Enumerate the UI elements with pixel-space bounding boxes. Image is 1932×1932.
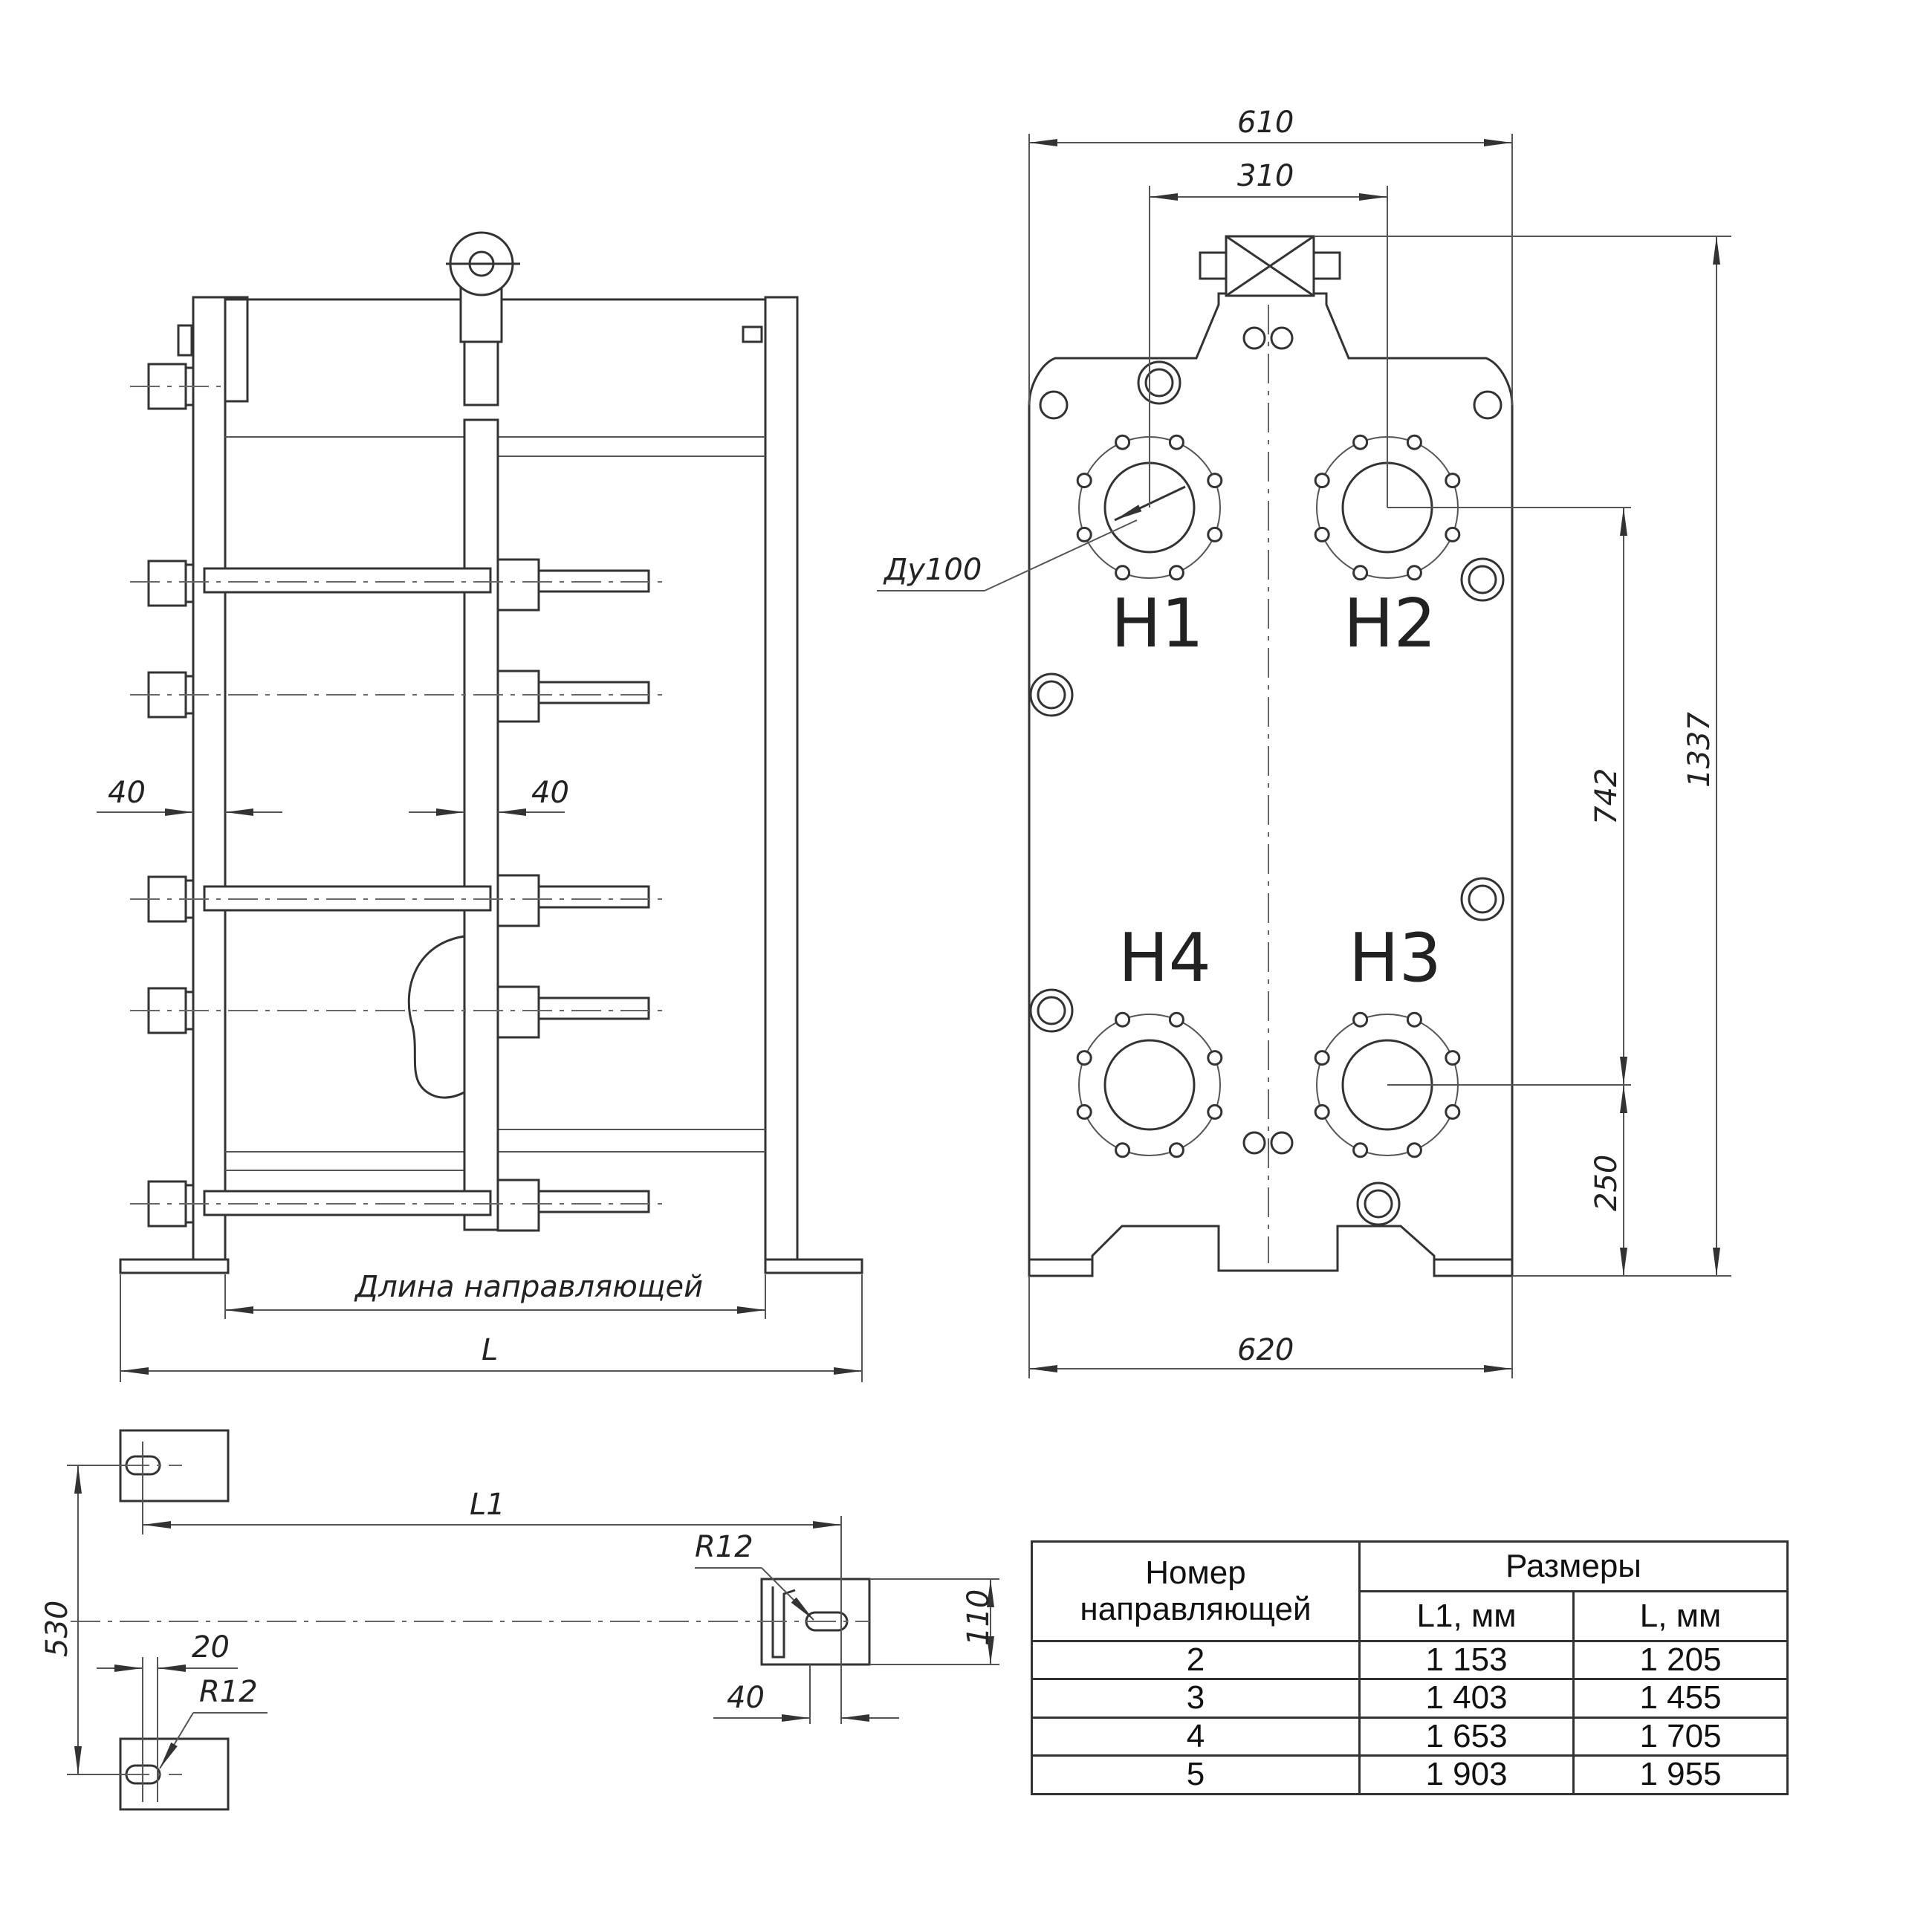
bolt-hole: [1314, 526, 1330, 542]
left-foot: [119, 1258, 230, 1274]
dim-height-1337: 1337: [1682, 712, 1717, 788]
flange-bolt-holes: [1076, 434, 1461, 1158]
bolt-hole: [1352, 434, 1369, 450]
bolt-hole: [1207, 1103, 1223, 1120]
fixed-plate-outline: [1028, 292, 1514, 1276]
bolt-hole: [1445, 1103, 1461, 1120]
dim-base-620: 620: [1237, 1333, 1294, 1367]
bolt-hole: [1406, 434, 1422, 450]
port-label-h1: Н1: [1111, 585, 1204, 663]
row-l: 1 205: [1572, 1639, 1789, 1681]
nozzle-size-label: Ду100: [883, 553, 982, 587]
row-number: 3: [1031, 1678, 1361, 1719]
bolt-hole: [1352, 565, 1369, 581]
table-row: 3 1 403 1 455: [1031, 1678, 1789, 1719]
row-number: 2: [1031, 1639, 1361, 1681]
bolt-hole: [1207, 526, 1223, 542]
bolt-hole: [1445, 473, 1461, 489]
guide-dimensions-table: Номер направляющей Размеры L1, мм L, мм …: [1031, 1540, 1789, 1795]
row-l: 1 455: [1572, 1678, 1789, 1719]
guide-length-label: Длина направляющей: [354, 1270, 703, 1304]
dim-r12-left: R12: [199, 1675, 258, 1709]
bolt-hole: [1314, 1103, 1330, 1120]
bolt-hole: [1076, 473, 1092, 489]
bolt-hole: [1445, 1050, 1461, 1066]
bolt-hole: [1168, 565, 1184, 581]
lifting-lug-right: [1473, 390, 1503, 420]
bolt-hole: [1445, 526, 1461, 542]
row-number: 5: [1031, 1754, 1361, 1795]
row-l1: 1 653: [1358, 1716, 1575, 1757]
rear-support-column: [764, 296, 799, 1261]
row-number: 4: [1031, 1716, 1361, 1757]
bolt-hole: [1314, 473, 1330, 489]
dim-40-left: 40: [108, 776, 146, 810]
plate-pack-cutaway: [407, 935, 466, 1099]
bolt-hole: [1406, 1142, 1422, 1158]
table-header-l1: L1, мм: [1358, 1590, 1575, 1642]
port-label-h2: Н2: [1343, 585, 1436, 663]
dim-l1: L1: [470, 1488, 505, 1522]
row-l1: 1 903: [1358, 1754, 1575, 1795]
table-row: 4 1 653 1 705: [1031, 1716, 1789, 1757]
bolt-hole: [1076, 1050, 1092, 1066]
dim-port-spacing-310: 310: [1237, 159, 1294, 193]
dim-530: 530: [40, 1601, 74, 1657]
fixed-plate-column: [192, 296, 227, 1261]
row-l1: 1 153: [1358, 1639, 1575, 1681]
bolt-hole: [1352, 1142, 1369, 1158]
right-foot: [764, 1258, 863, 1274]
guide-detail: L1 R12 530 20 R12 110 40: [40, 1429, 999, 1811]
bolt-hole: [1115, 565, 1131, 581]
top-bolt-right: [742, 325, 763, 343]
bolt-hole: [1115, 1011, 1131, 1028]
row-l: 1 705: [1572, 1716, 1789, 1757]
table-header-number: Номер направляющей: [1031, 1540, 1361, 1642]
table-row: 5 1 903 1 955: [1031, 1754, 1789, 1795]
bolt-hole: [1076, 526, 1092, 542]
bolt-hole: [1168, 434, 1184, 450]
dim-width-610: 610: [1237, 106, 1294, 140]
dim-bottom-port-250: 250: [1589, 1155, 1624, 1211]
bolt-hole: [1352, 1011, 1369, 1028]
fixed-plate: [224, 296, 249, 403]
port-label-h4: Н4: [1118, 919, 1211, 997]
port-label-h3: Н3: [1349, 919, 1442, 997]
dim-40-right: 40: [531, 776, 569, 810]
lifting-lug-left: [1039, 390, 1069, 420]
bolt-hole: [1115, 1142, 1131, 1158]
row-l: 1 955: [1572, 1754, 1789, 1795]
bolt-hole: [1207, 473, 1223, 489]
pressure-plate: [463, 418, 499, 1231]
bolt-hole: [1168, 1011, 1184, 1028]
dim-20: 20: [192, 1630, 230, 1664]
front-view: Н1 Н2 Н4 Н3 Ду100 610 310 1337 742 250: [877, 106, 1731, 1378]
side-view: 40 40 Длина направляющей L: [97, 231, 863, 1382]
overall-length-label: L: [482, 1333, 498, 1367]
top-bolt-left: [177, 324, 193, 357]
dim-110: 110: [962, 1589, 996, 1646]
bolt-hole: [1314, 1050, 1330, 1066]
bolt-hole: [1406, 1011, 1422, 1028]
tie-bolt-nuts: [1029, 360, 1505, 1226]
port-h4: [1078, 1014, 1221, 1156]
table-header-sizes: Размеры: [1358, 1540, 1789, 1592]
dim-40-end: 40: [727, 1681, 765, 1715]
bolt-hole: [1207, 1050, 1223, 1066]
tie-bolt: [147, 558, 650, 612]
table-row: 2 1 153 1 205: [1031, 1639, 1789, 1681]
dim-r12-right: R12: [695, 1530, 753, 1564]
dim-port-vertical-742: 742: [1589, 768, 1624, 825]
table-header-l: L, мм: [1572, 1590, 1789, 1642]
row-l1: 1 403: [1358, 1678, 1575, 1719]
bolt-hole: [1168, 1142, 1184, 1158]
bolt-hole: [1115, 434, 1131, 450]
bolt-hole: [1076, 1103, 1092, 1120]
bolt-hole: [1406, 565, 1422, 581]
